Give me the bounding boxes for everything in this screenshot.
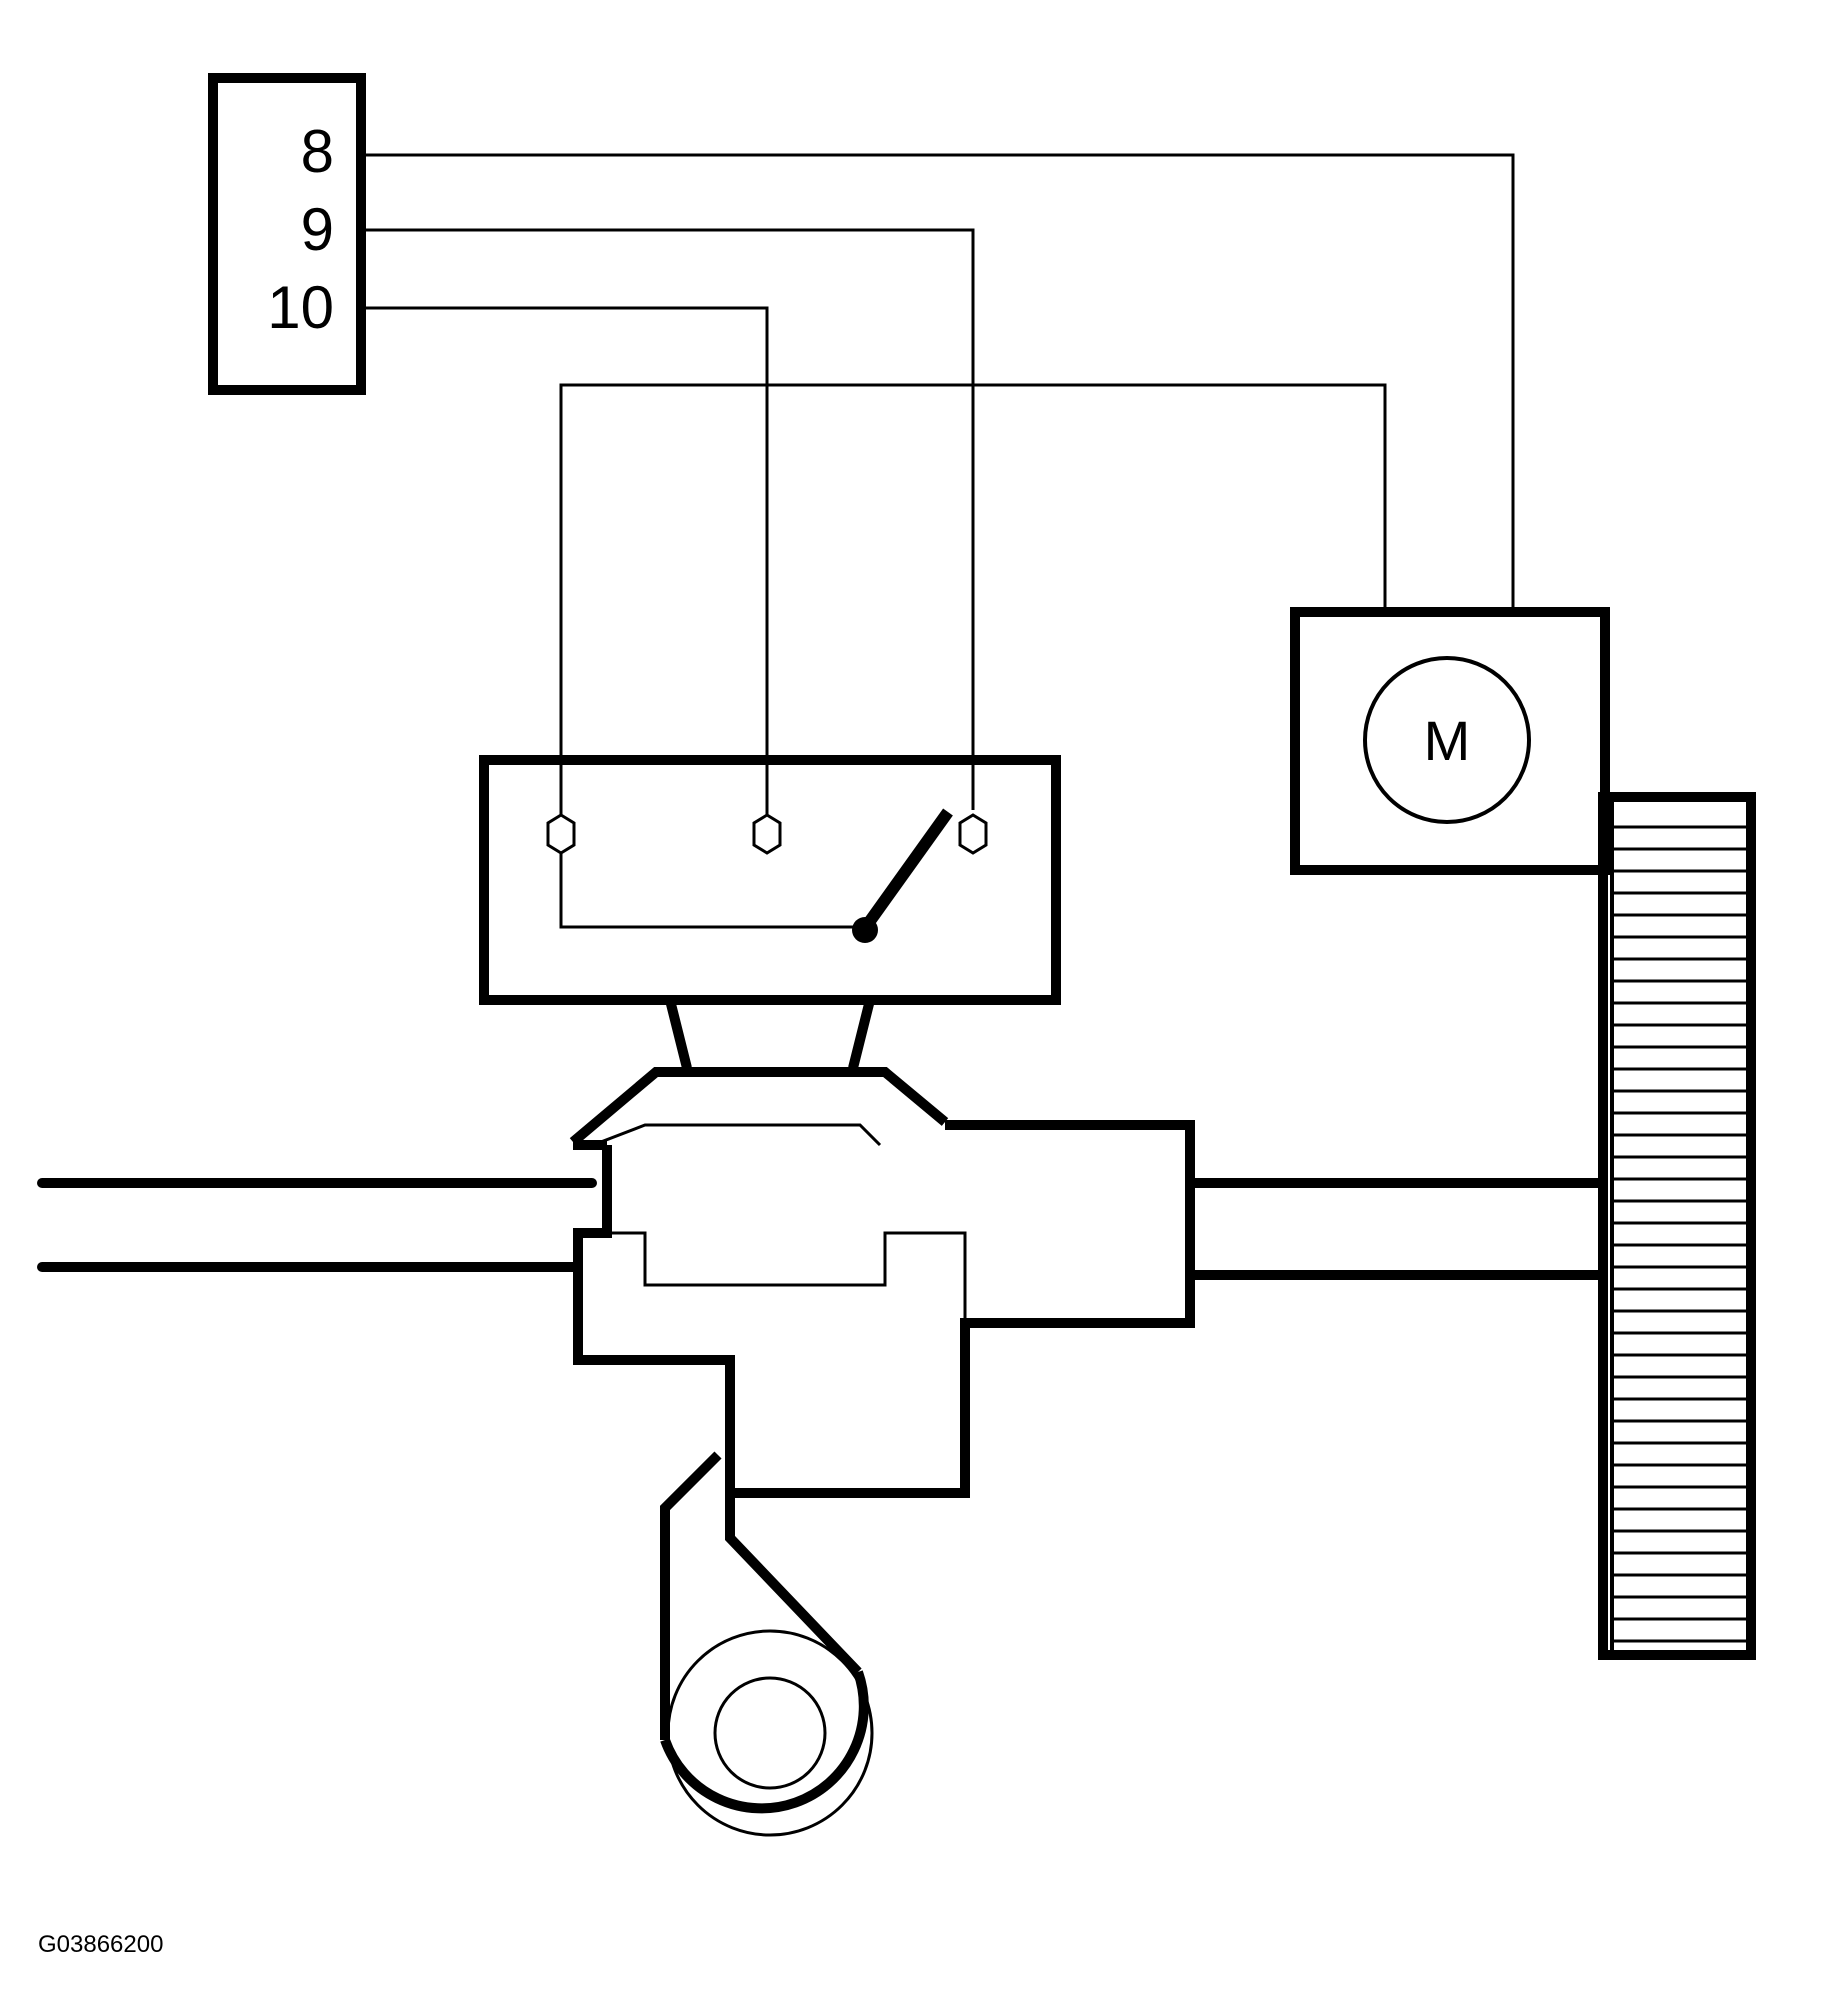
cam-follower-inner [592,1123,882,1147]
switch-pivot [852,917,878,943]
switch-stem [665,998,875,1070]
cam-follower [569,1067,949,1147]
left-shafts [37,1178,597,1272]
lever-arm-right-edge [725,1493,862,1676]
wire-pin-10-to-switch [361,306,769,815]
gear-rack [1598,792,1756,1660]
switch-terminal-1 [546,813,576,855]
actuator-body [573,1120,1195,1498]
actuator-upper-body [573,1120,1195,1498]
gear-rack-frame [1598,792,1756,1660]
connector-pin-9-label: 9 [301,196,334,263]
right-shafts [1190,1178,1603,1280]
switch-stem-left [665,998,692,1070]
switch-contact-arm [860,808,953,932]
wire-pin-9-to-switch [361,228,975,810]
connector-housing [208,73,366,395]
cam-follower-outline [569,1067,949,1146]
wire-pin-8-to-motor [361,153,1515,615]
actuator-lower-inner [578,1231,967,1323]
lever-arm-outline [660,1451,722,1740]
switch-stem-right [848,998,875,1070]
motor-symbol [1363,656,1531,824]
switch-terminal-2 [752,813,782,855]
motor-label: M [1424,709,1471,772]
wire-switch-to-motor [559,383,1387,815]
switch-internal-wire [559,853,862,929]
connector-pin-10-label: 10 [267,274,334,341]
figure-id: G03866200 [38,1931,163,1958]
lever-eye-hole [713,1676,827,1790]
motor: M [1290,607,1610,875]
motor-housing [1290,607,1610,875]
connector-pin-8-label: 8 [301,118,334,185]
lever-eye-inner-ring [666,1629,874,1837]
connector: 8 9 10 [208,73,366,395]
switch [479,755,1061,1005]
switch-housing [479,755,1061,1005]
switch-terminal-3 [958,813,988,855]
wires [361,153,1515,815]
lever-arm [660,1451,874,1837]
lever-eye-outer [660,1670,869,1814]
